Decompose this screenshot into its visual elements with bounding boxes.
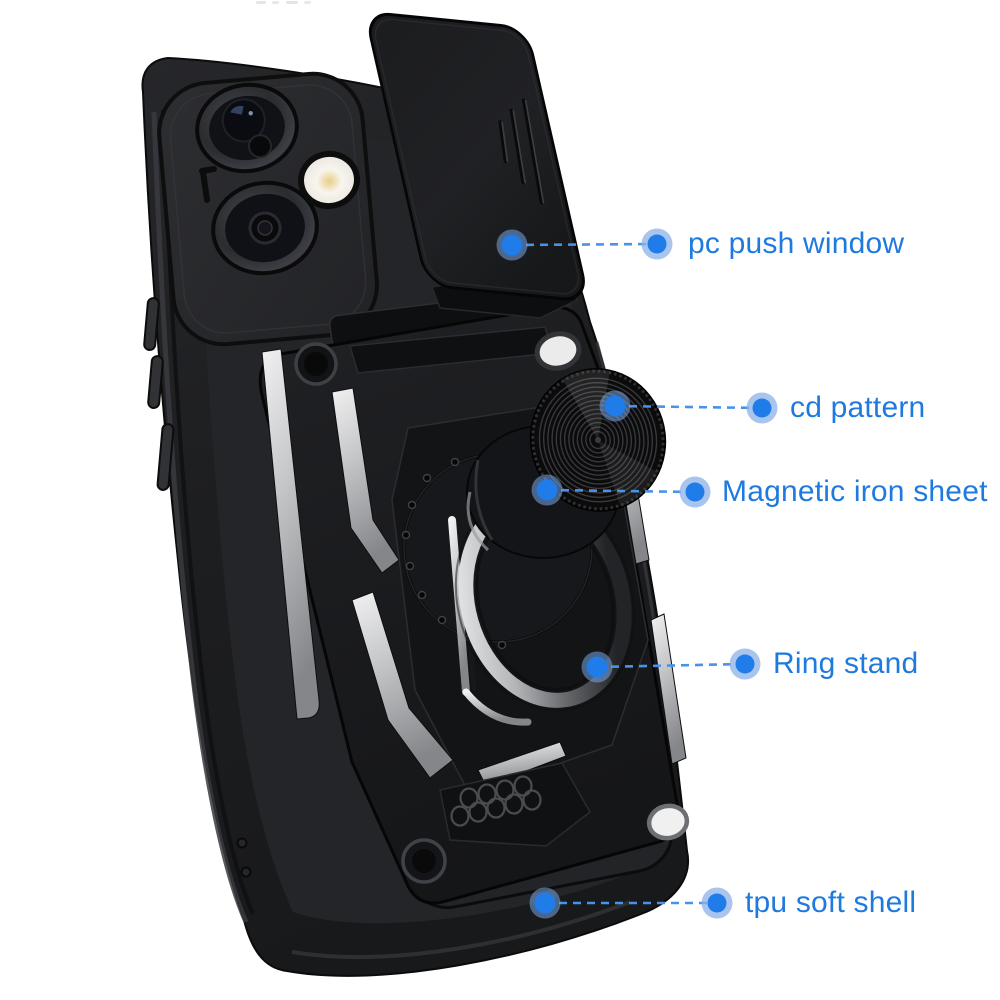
product-point-dot-tpu-soft-shell <box>534 892 556 914</box>
product-point-dot-magnetic-iron-sheet <box>536 479 558 501</box>
callout-label-magnetic-iron-sheet: Magnetic iron sheet <box>722 475 988 508</box>
secondary-camera-lens <box>211 180 319 276</box>
product-point-dot-ring-stand <box>586 656 608 678</box>
screw-hole-top-left <box>294 342 338 386</box>
label-dot-pc-push-window <box>647 234 667 254</box>
watermark-remnant <box>256 1 311 4</box>
callout-line-ring-stand <box>596 662 746 669</box>
lanyard-hole-bottom-right <box>646 803 690 841</box>
callout-label-ring-stand: Ring stand <box>773 647 919 680</box>
label-dot-cd-pattern <box>752 398 772 418</box>
label-dot-ring-stand <box>735 654 755 674</box>
slide-grip-grooves <box>498 98 545 205</box>
flash-led <box>298 150 360 210</box>
label-dot-tpu-soft-shell <box>707 893 727 913</box>
camera-cover-slide <box>368 12 585 301</box>
lanyard-hole-top-right <box>534 331 582 371</box>
callout-label-pc-push-window: pc push window <box>688 227 905 260</box>
case-bottom-bevel <box>291 900 631 959</box>
island-bracket-mark <box>199 166 217 203</box>
product-point-dot-cd-pattern <box>604 395 626 417</box>
case-left-bevel <box>151 111 249 924</box>
callout-line-pc-push-window <box>511 242 658 247</box>
honeycomb-grip <box>439 762 591 847</box>
callout-label-tpu-soft-shell: tpu soft shell <box>745 886 917 919</box>
callout-label-cd-pattern: cd pattern <box>790 391 926 424</box>
label-dot-magnetic-iron-sheet <box>685 482 705 502</box>
callout-line-cd-pattern <box>614 404 763 410</box>
callout-line-magnetic-iron-sheet <box>546 488 696 494</box>
mic-ports <box>236 837 252 878</box>
product-point-dot-pc-push-window <box>501 234 523 256</box>
screw-hole-bottom-left <box>401 838 447 884</box>
cd-pattern-disc <box>529 368 667 512</box>
main-camera-lens <box>195 82 299 174</box>
side-buttons <box>143 297 175 491</box>
